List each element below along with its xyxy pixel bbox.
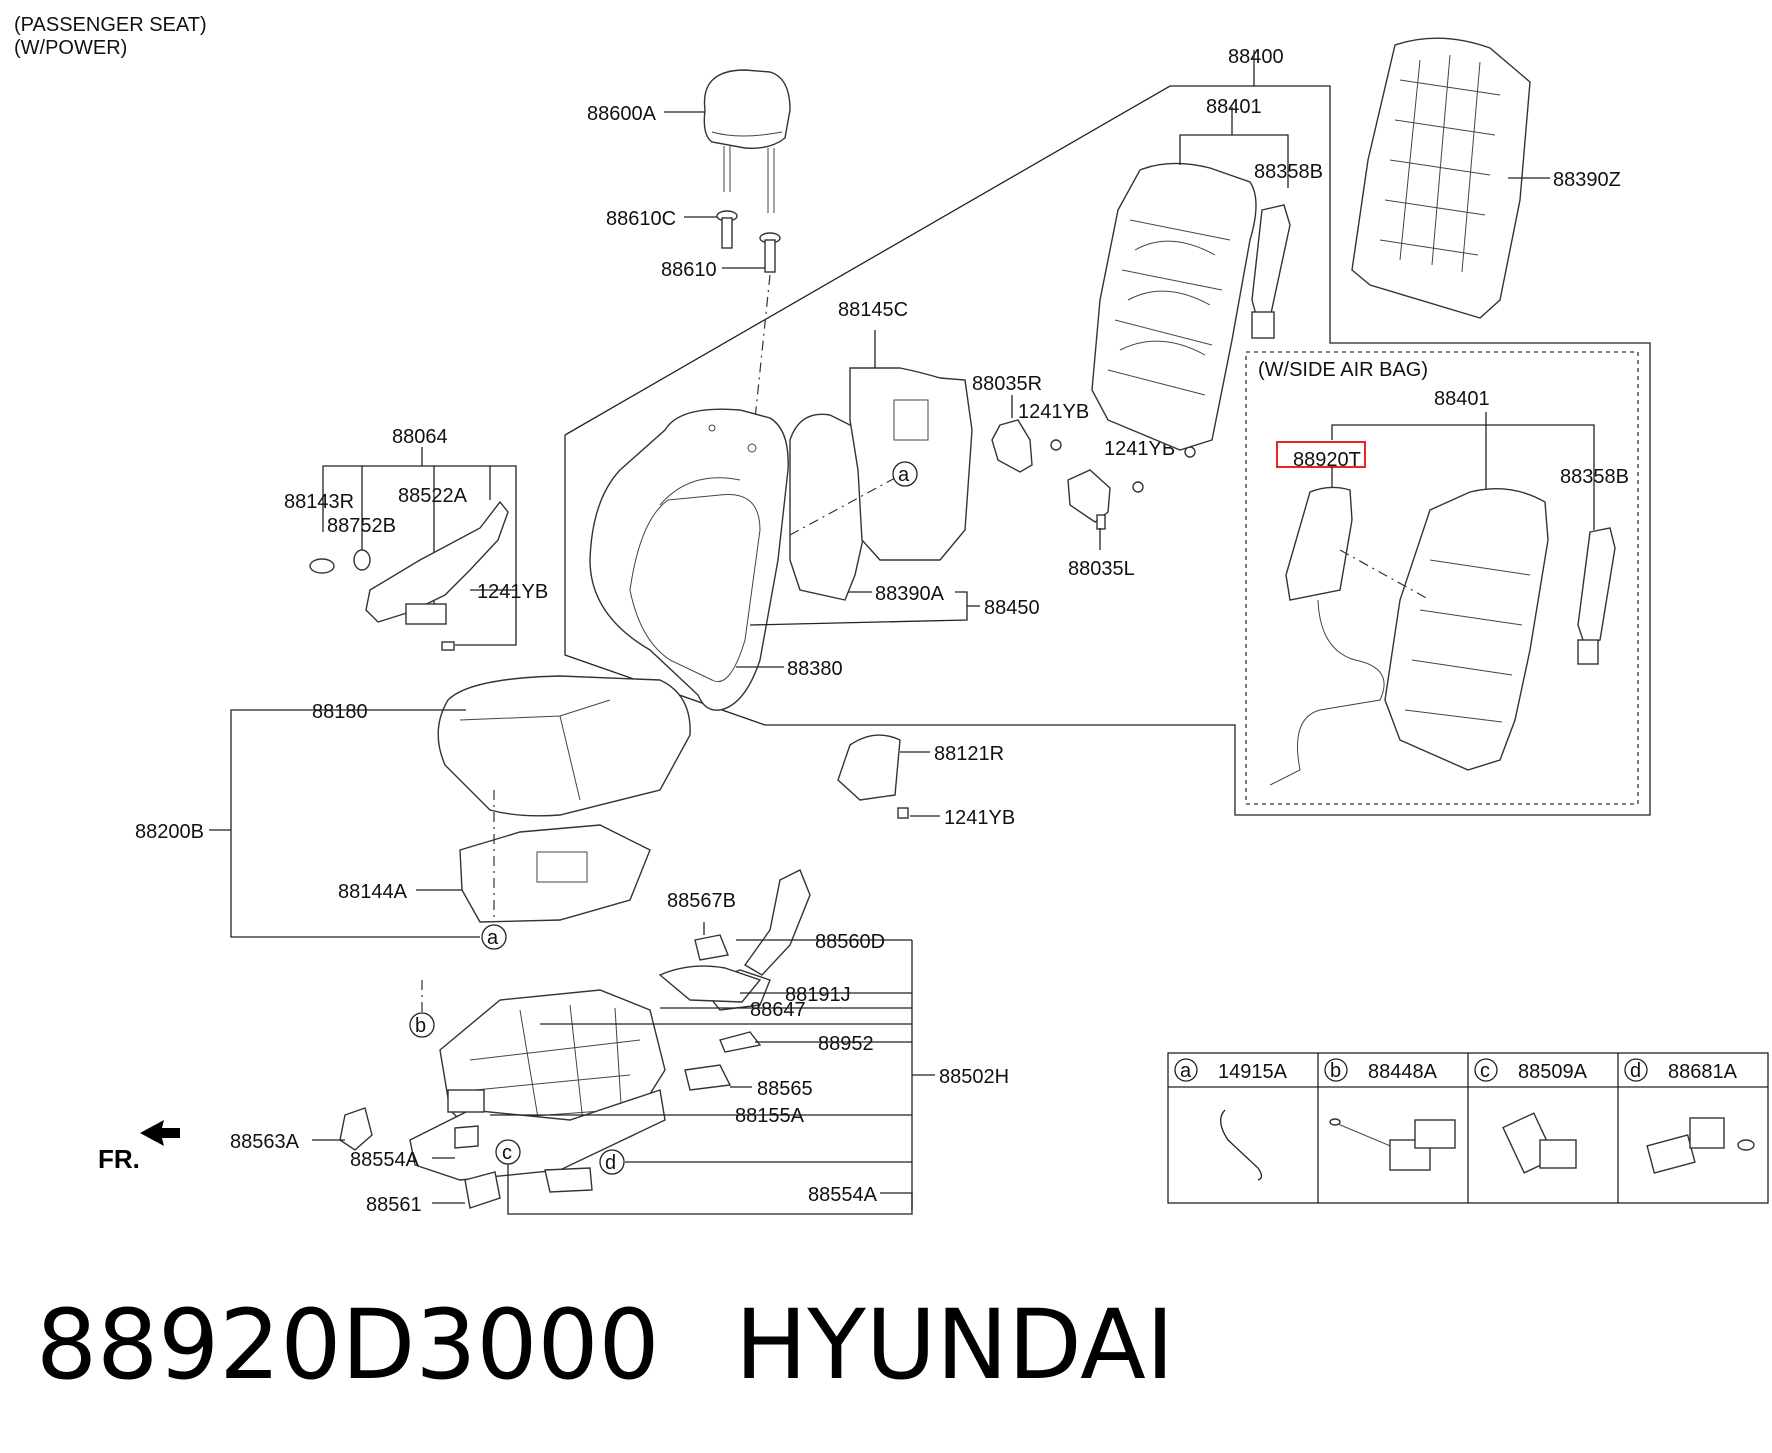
leader-88401-bracket <box>1179 134 1289 188</box>
header-line-2: (W/POWER) <box>14 37 127 59</box>
recliner-bracket-drawing <box>991 419 1196 530</box>
callout-1241YB-c: 1241YB <box>477 581 548 603</box>
bracket-88200B-top <box>230 709 466 830</box>
legend-wire-drawing <box>1220 1109 1263 1181</box>
callout-88647: 88647 <box>750 999 806 1021</box>
seat-track-frame-drawing <box>339 869 811 1209</box>
callout-88610C: 88610C <box>606 208 676 230</box>
bracket-ref-c <box>507 1160 913 1215</box>
footer-part-number: 88920D3000 <box>36 1289 660 1401</box>
callout-88600A: 88600A <box>587 103 657 125</box>
ref-c-label: c <box>502 1142 512 1164</box>
callout-88450: 88450 <box>984 597 1040 619</box>
legend-part-a: 14915A <box>1218 1061 1288 1083</box>
airbag-frame-drawing <box>1384 487 1616 771</box>
ref-circle-c <box>495 1139 521 1165</box>
headrest-center-line <box>751 274 771 449</box>
airbag-callout-88358B: 88358B <box>1560 466 1629 488</box>
callout-88144A: 88144A <box>338 881 408 903</box>
callout-88191J: 88191J <box>785 984 851 1006</box>
seatback-net-drawing <box>1351 37 1531 319</box>
callout-88064: 88064 <box>392 426 448 448</box>
callout-1241YB-b: 1241YB <box>1104 438 1175 460</box>
seatback-pad-drawing <box>789 367 973 601</box>
front-marker: FR. <box>98 1144 140 1174</box>
callout-88502H: 88502H <box>939 1066 1009 1088</box>
callout-88145C: 88145C <box>838 299 908 321</box>
headrest-drawing <box>703 69 791 273</box>
callout-88358B: 88358B <box>1254 161 1323 183</box>
callout-88752B: 88752B <box>327 515 396 537</box>
legend-motor-d-drawing <box>1646 1117 1755 1174</box>
legend-motor-c-drawing <box>1502 1112 1577 1174</box>
callout-88401: 88401 <box>1206 96 1262 118</box>
footer-brand: HYUNDAI <box>735 1289 1174 1401</box>
airbag-callout-88920T: 88920T <box>1293 449 1361 471</box>
legend-table: a 14915A b 88448A c 88509A d 88681A <box>1167 1052 1769 1204</box>
callout-88610: 88610 <box>661 259 717 281</box>
ref-a-line <box>789 477 896 536</box>
callout-88390Z: 88390Z <box>1553 169 1621 191</box>
highlight-88920T <box>1276 441 1366 468</box>
seatback-frame-drawing <box>1091 162 1291 451</box>
legend-part-b: 88448A <box>1368 1061 1438 1083</box>
airbag-module-drawing <box>1269 486 1385 786</box>
callout-88035R: 88035R <box>972 373 1042 395</box>
header-line-1: (PASSENGER SEAT) <box>14 14 207 36</box>
callout-88560D: 88560D <box>815 931 885 953</box>
cushion-drawing <box>437 675 691 923</box>
ref-b-label: b <box>415 1015 426 1037</box>
bracket-88200B-bottom <box>230 830 480 938</box>
ref-circle-a-bottom <box>481 924 507 950</box>
callout-88400: 88400 <box>1228 46 1284 68</box>
bracket-88064 <box>322 465 517 646</box>
callout-88121R: 88121R <box>934 743 1004 765</box>
ref-circle-d <box>599 1149 625 1175</box>
legend-motor-b-drawing <box>1329 1118 1456 1171</box>
side-shield-drawing <box>309 500 509 651</box>
callout-88035L: 88035L <box>1068 558 1135 580</box>
callout-88522A: 88522A <box>398 485 468 507</box>
legend-part-c: 88509A <box>1518 1061 1588 1083</box>
legend-ref-a: a <box>1180 1060 1192 1082</box>
legend-ref-d: d <box>1630 1060 1641 1082</box>
airbag-inset-title: (W/SIDE AIR BAG) <box>1258 359 1428 381</box>
airbag-inset-box <box>1245 351 1639 805</box>
airbag-alignment-line <box>1339 549 1431 601</box>
callout-88563A: 88563A <box>230 1131 300 1153</box>
front-arrow-icon <box>140 1120 180 1146</box>
callout-88390A: 88390A <box>875 583 945 605</box>
callout-1241YB-d: 1241YB <box>944 807 1015 829</box>
legend-ref-b: b <box>1330 1060 1341 1082</box>
callout-88561: 88561 <box>366 1194 422 1216</box>
callout-88565: 88565 <box>757 1078 813 1100</box>
callout-88143R: 88143R <box>284 491 354 513</box>
callout-88554A-b: 88554A <box>808 1184 878 1206</box>
ref-a-bottom-label: a <box>487 927 499 949</box>
callout-88554A-a: 88554A <box>350 1149 420 1171</box>
callout-88200B: 88200B <box>135 821 204 843</box>
callout-88380: 88380 <box>787 658 843 680</box>
seatback-cover-drawing <box>589 408 789 711</box>
ref-a-top-label: a <box>898 464 910 486</box>
ref-d-label: d <box>605 1152 616 1174</box>
callout-1241YB-a: 1241YB <box>1018 401 1089 423</box>
airbag-callout-88401: 88401 <box>1434 388 1490 410</box>
callout-88155A: 88155A <box>735 1105 805 1127</box>
group-88400-outline <box>564 85 1651 816</box>
ref-circle-a-top <box>892 461 918 487</box>
knob-88121R-drawing <box>837 734 909 819</box>
callout-88567B: 88567B <box>667 890 736 912</box>
legend-part-d: 88681A <box>1668 1061 1738 1083</box>
airbag-leader-88401-bracket <box>1331 424 1595 530</box>
legend-ref-c: c <box>1480 1060 1490 1082</box>
callout-88180: 88180 <box>312 701 368 723</box>
ref-circle-b <box>409 1012 435 1038</box>
callout-88952: 88952 <box>818 1033 874 1055</box>
